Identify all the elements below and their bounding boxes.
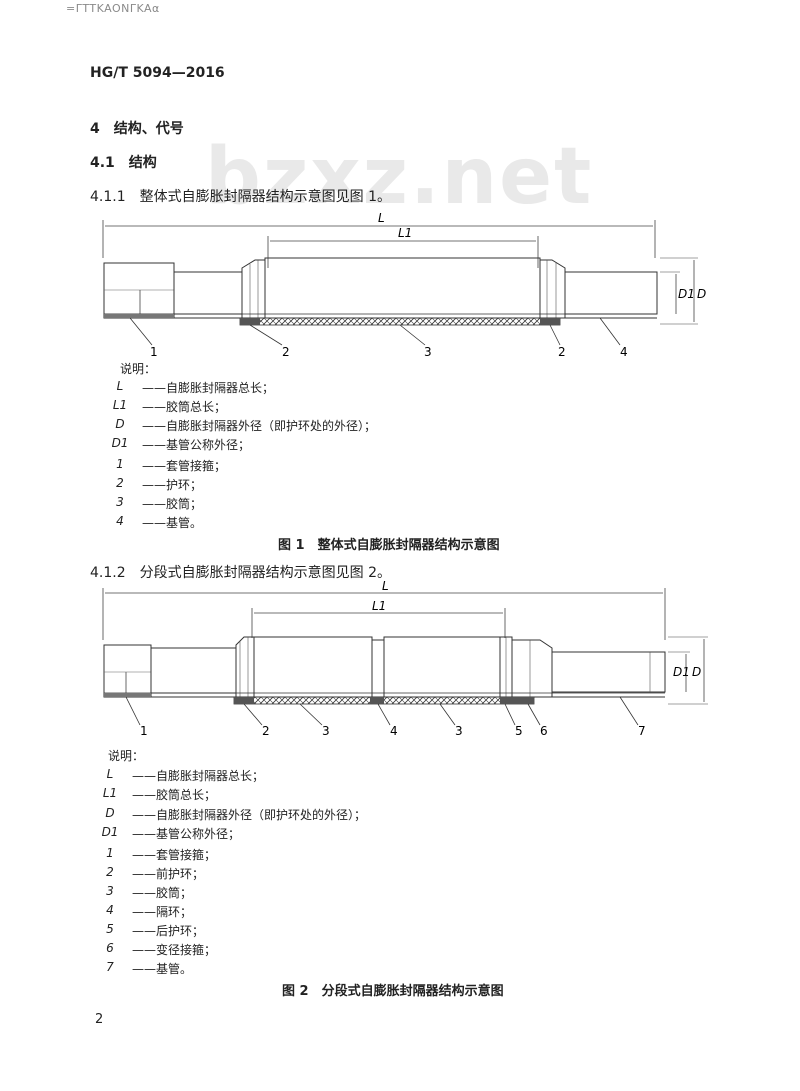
legend-symbol: 1 (106, 846, 114, 860)
figure-2-caption: 图 2 分段式自膨胀封隔器结构示意图 (282, 984, 504, 999)
fig1-callout-2a: 2 (282, 345, 290, 359)
legend-description: ——基管公称外径； (142, 438, 251, 452)
fig1-callout-3: 3 (424, 345, 432, 359)
fig2-callout-3b: 3 (455, 724, 463, 738)
fig2-callout-5: 5 (515, 724, 523, 738)
legend-symbol: 6 (106, 941, 114, 955)
legend-symbol: 3 (116, 495, 124, 509)
fig1-dim-D: D (697, 287, 706, 301)
legend-description: ——胶筒总长； (132, 788, 217, 802)
fig2-dim-L: L (382, 580, 389, 593)
legend-symbol: L1 (112, 398, 128, 412)
figure-1-caption: 图 1 整体式自膨胀封隔器结构示意图 (278, 538, 500, 553)
standard-code: HG/T 5094—2016 (90, 65, 225, 81)
legend-description: ——护环； (142, 478, 203, 492)
fig1-dim-L: L (378, 211, 385, 225)
watermark: bzxz.net (205, 132, 594, 222)
legend-symbol: 2 (106, 865, 114, 879)
fig2-callout-4: 4 (390, 724, 398, 738)
legend-symbol: 4 (116, 514, 124, 528)
section-4-1-1-text: 4.1.1 整体式自膨胀封隔器结构示意图见图 1。 (90, 189, 391, 205)
legend-description: ——自膨胀封隔器总长； (142, 381, 275, 395)
legend-symbol: D1 (101, 825, 119, 839)
legend-symbol: D (105, 806, 115, 820)
fig1-callout-1: 1 (150, 345, 158, 359)
legend-description: ——自膨胀封隔器外径（即护环处的外径）； (142, 419, 377, 433)
legend-symbol: L (106, 767, 114, 781)
fig2-legend-title: 说明： (108, 749, 145, 763)
fig2-callout-2: 2 (262, 724, 270, 738)
fig2-dim-L1: L1 (372, 599, 386, 613)
legend-description: ——隔环； (132, 905, 193, 919)
legend-symbol: D (115, 417, 125, 431)
legend-description: ——胶筒总长； (142, 400, 227, 414)
legend-symbol: 1 (116, 457, 124, 471)
fig2-callout-1: 1 (140, 724, 148, 738)
fig2-callout-6: 6 (540, 724, 548, 738)
legend-symbol: 7 (106, 960, 114, 974)
legend-description: ——胶筒； (132, 886, 193, 900)
fig2-callout-7: 7 (638, 724, 646, 738)
legend-symbol: 4 (106, 903, 114, 917)
fig2-dim-D1: D1 (673, 665, 690, 679)
legend-description: ——基管公称外径； (132, 827, 241, 841)
page-number: 2 (95, 1012, 104, 1027)
fig2-callout-3a: 3 (322, 724, 330, 738)
legend-description: ——胶筒； (142, 497, 203, 511)
legend-symbol: 5 (106, 922, 114, 936)
figure-1-drawing: L L1 D1 D 1 2 3 2 4 (102, 211, 706, 359)
legend-description: ——套管接箍； (142, 459, 227, 473)
legend-description: ——自膨胀封隔器总长； (132, 769, 265, 783)
legend-symbol: 2 (116, 476, 124, 490)
legend-description: ——基管。 (142, 516, 203, 530)
fig1-dim-L1: L1 (398, 226, 412, 240)
section-4-title: 4 结构、代号 (90, 121, 184, 137)
legend-symbol: L1 (102, 786, 118, 800)
fig2-dim-D: D (692, 665, 701, 679)
legend-description: ——自膨胀封隔器外径（即护环处的外径）； (132, 808, 367, 822)
legend-symbol: 3 (106, 884, 114, 898)
fig1-dim-D1: D1 (678, 287, 695, 301)
fig1-callout-2b: 2 (558, 345, 566, 359)
fig1-legend-title: 说明： (120, 362, 157, 376)
legend-symbol: D1 (111, 436, 129, 450)
section-4-1-2-text: 4.1.2 分段式自膨胀封隔器结构示意图见图 2。 (90, 565, 391, 581)
legend-description: ——基管。 (132, 962, 193, 976)
top-mark: =ΓTTKAONΓKAα (66, 2, 160, 15)
legend-symbol: L (116, 379, 124, 393)
fig1-callout-4: 4 (620, 345, 628, 359)
legend-description: ——后护环； (132, 924, 205, 938)
legend-description: ——套管接箍； (132, 848, 217, 862)
section-4-1-title: 4.1 结构 (90, 155, 157, 171)
figure-2-drawing: L L1 D1 D 1 2 3 4 3 5 6 (102, 580, 708, 738)
legend-description: ——前护环； (132, 867, 205, 881)
legend-description: ——变径接箍； (132, 943, 217, 957)
